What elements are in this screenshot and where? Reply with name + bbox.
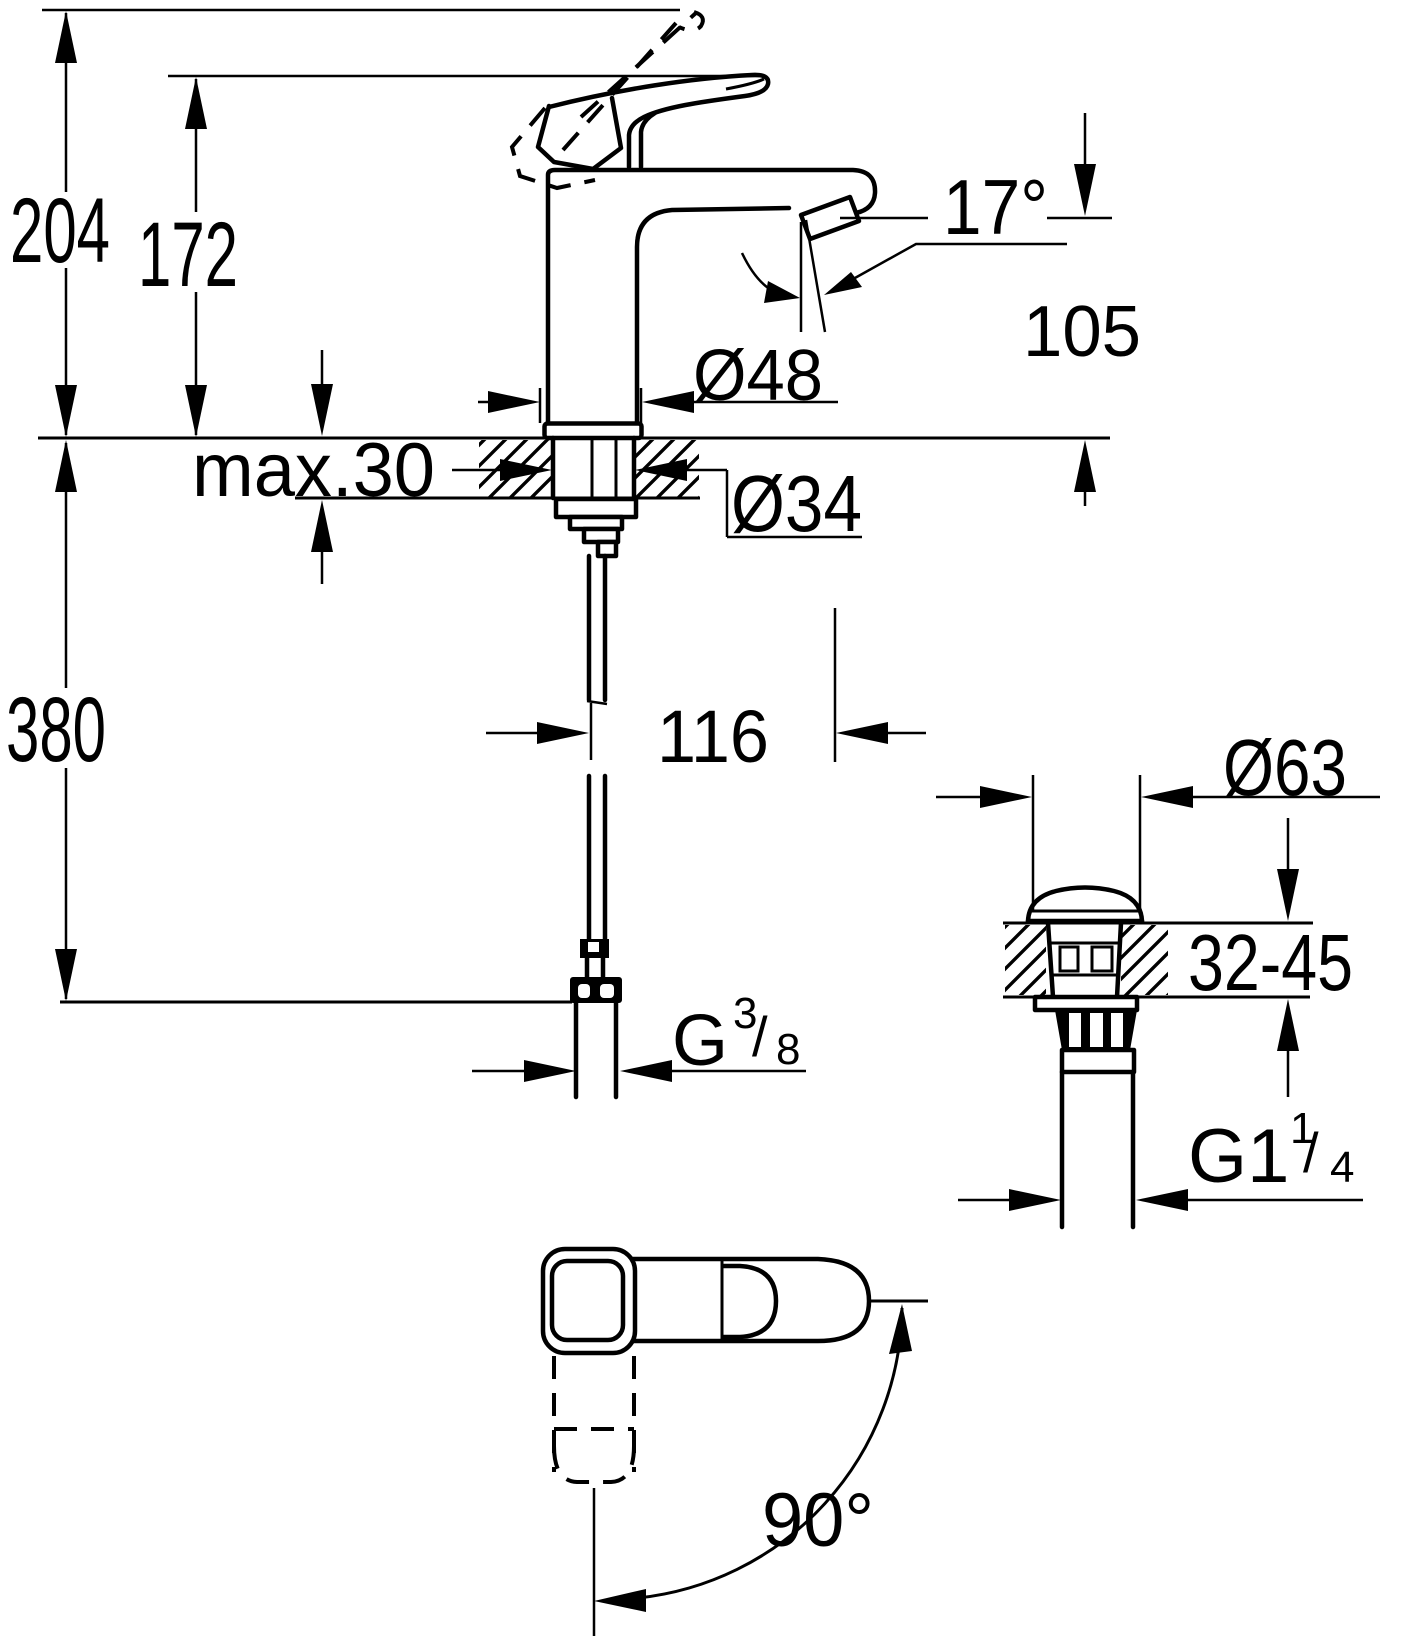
shank-outline <box>550 435 637 501</box>
waste-hatch-left <box>1005 925 1046 995</box>
dim-105-label: 105 <box>1023 292 1141 372</box>
waste-slot-2 <box>1090 945 1114 973</box>
waste-hatch-right <box>1121 925 1168 995</box>
dim-380-label: 380 <box>6 679 106 781</box>
main-side-view: 204 172 380 max.30 <box>6 8 1141 1100</box>
dimension-spout-angle: 17° <box>824 163 1112 295</box>
handle-neck <box>638 110 658 170</box>
handle-lever-contour <box>725 77 765 91</box>
supply-thread-numerator: 3 <box>733 989 757 1038</box>
hose-neck <box>584 954 606 981</box>
dimension-deck-thickness: max.30 <box>192 350 435 584</box>
under-deck-assembly <box>60 435 639 1100</box>
body-inner-profile <box>634 205 792 426</box>
flow-direction-arrowhead <box>764 281 800 303</box>
handle-top-view: 90° <box>540 1246 928 1636</box>
waste-slot-1 <box>1058 945 1080 973</box>
dimension-overall-height: 204 <box>10 8 680 437</box>
supply-thread-slash: / <box>752 1005 768 1068</box>
supply-tube <box>573 999 619 1100</box>
dim-17deg-label: 17° <box>943 163 1048 251</box>
spout-angle-reference-line <box>804 219 827 333</box>
supply-thread-denominator: 8 <box>776 1025 800 1074</box>
waste-flange <box>1032 994 1140 1013</box>
raised-lever-upper-edge <box>579 10 699 119</box>
waste-thread-slash: / <box>1303 1121 1319 1184</box>
dim-3245-label: 32-45 <box>1188 918 1353 1007</box>
lock-nut <box>553 496 639 520</box>
waste-body <box>1025 885 1145 1230</box>
raised-lever-lower-edge <box>561 21 678 152</box>
handle-raised-dashed <box>509 10 705 191</box>
hose-crimp-slot <box>588 942 599 952</box>
dimension-spout-reach: 116 <box>486 608 926 778</box>
dimension-waste-thread: G1 1 / 4 <box>958 1104 1363 1211</box>
body-outer-profile <box>545 167 878 426</box>
dimension-hose-length: 380 <box>6 440 106 1001</box>
raised-lever-tip <box>678 10 705 33</box>
waste-thread-numerator: 1 <box>1290 1104 1314 1153</box>
shank-inner-lines <box>590 440 618 497</box>
dim-204-label: 204 <box>10 180 110 282</box>
waste-thread-denominator: 4 <box>1330 1143 1354 1192</box>
waste-cap-dome <box>1025 885 1145 924</box>
hose-nut-slot-2 <box>600 984 614 998</box>
top-view-rotated-dashed <box>552 1356 636 1484</box>
hose-lower-segment <box>586 773 608 943</box>
dim-o34-label: Ø34 <box>731 459 862 548</box>
hose-break-upper <box>586 699 608 706</box>
waste-body-sides <box>1045 920 1124 1000</box>
raised-cap-outline <box>509 106 596 191</box>
dimension-hole-diameter: Ø34 <box>452 459 862 548</box>
dim-116-label: 116 <box>657 695 769 778</box>
faucet-body <box>542 167 878 441</box>
dimension-spout-height: 105 <box>1023 113 1141 506</box>
handle-lever <box>546 72 771 170</box>
dim-172-label: 172 <box>138 204 238 306</box>
dim-max30-label: max.30 <box>192 428 435 513</box>
handle-side-view <box>535 72 771 172</box>
dim-o63-label: Ø63 <box>1223 723 1347 812</box>
dimension-handle-height: 172 <box>138 74 762 437</box>
top-view-lever <box>630 1256 872 1344</box>
waste-tailpiece <box>1059 1069 1136 1230</box>
hose-nut-slot-1 <box>578 984 590 998</box>
hose-upper-segment <box>586 553 608 703</box>
dim-o48-label: Ø48 <box>693 336 823 416</box>
dim-90deg-label: 90° <box>762 1478 874 1563</box>
dimension-waste-deck-range: 32-45 <box>1188 818 1353 1097</box>
fitting-tail <box>595 539 619 559</box>
supply-thread-prefix: G <box>672 1001 728 1081</box>
base-plate <box>542 421 644 441</box>
dimension-waste-flange-diameter: Ø63 <box>936 723 1380 910</box>
waste-thread-prefix: G1 <box>1188 1114 1289 1199</box>
top-view-cap-inner <box>549 1258 626 1343</box>
waste-detail-view: Ø63 32-45 G1 1 / 4 <box>936 723 1380 1230</box>
dimension-supply-thread: G 3 / 8 <box>472 989 806 1082</box>
dimension-handle-swivel: 90° <box>594 1299 928 1612</box>
top-view-lever-contour <box>720 1263 779 1340</box>
top-view-cap-outer <box>540 1246 638 1356</box>
dimension-base-diameter: Ø48 <box>478 336 838 423</box>
handle-cap <box>535 95 624 172</box>
waste-ring <box>1059 1047 1137 1075</box>
